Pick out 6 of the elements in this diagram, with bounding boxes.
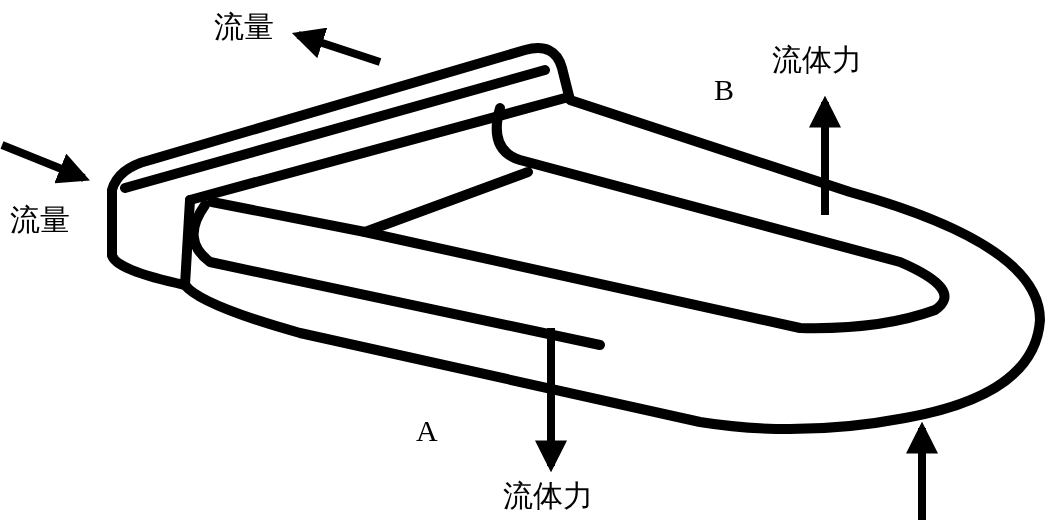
point-label: A xyxy=(416,416,438,446)
force-label: 流体力 xyxy=(503,481,593,511)
point-label: B xyxy=(714,75,734,105)
flow-label: 流量 xyxy=(214,12,274,42)
force-label: 流体力 xyxy=(772,45,862,75)
flow-label: 流量 xyxy=(10,205,70,235)
